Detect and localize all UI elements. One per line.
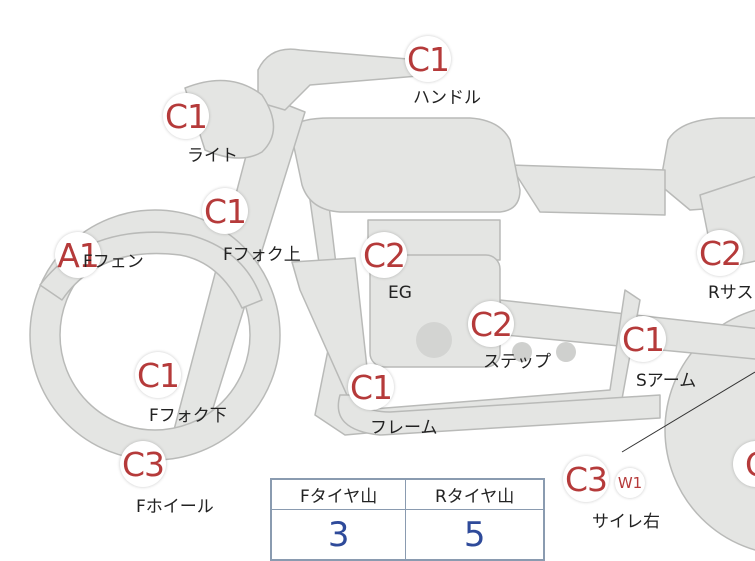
- step-label: ステップ: [483, 352, 551, 372]
- rear-sus-grade-badge: C2: [697, 230, 743, 276]
- swing-arm-grade-badge: C1: [620, 316, 666, 362]
- headlight-shape: [184, 79, 275, 159]
- pointer-line: [621, 371, 755, 453]
- muffler-sub-grade-badge: W1: [615, 468, 645, 498]
- rear-tire-value: 5: [405, 509, 545, 561]
- muffler-label: サイレ右: [592, 512, 660, 532]
- front-fender-label: Fフェン: [83, 252, 144, 272]
- light-label: ライト: [187, 146, 238, 166]
- step-peg-shape: [512, 342, 532, 362]
- step-grade-badge: C2: [468, 301, 514, 347]
- front-tire-header: Fタイヤ山: [270, 478, 407, 510]
- rear-tire-header: Rタイヤ山: [405, 478, 545, 510]
- fork-upper-grade-badge: C1: [202, 188, 248, 234]
- step-peg-shape: [556, 342, 576, 362]
- front-fender-grade-badge: A1: [55, 232, 101, 278]
- front-wheel-grade-badge: C3: [120, 441, 166, 487]
- swing-arm-label: Sアーム: [636, 371, 697, 391]
- tire-table-value-row: 3 5: [270, 509, 545, 561]
- front-tire-value: 3: [270, 509, 407, 561]
- frame-label: フレーム: [370, 418, 438, 438]
- engine-label: EG: [388, 283, 412, 303]
- fuel-tank-shape: [289, 117, 521, 213]
- rear-wheel-shape: [664, 309, 755, 551]
- fork-lower-label: Fフォク下: [149, 406, 227, 426]
- muffler-grade-badge: C3: [563, 456, 609, 502]
- tire-table-header-row: Fタイヤ山 Rタイヤ山: [270, 478, 545, 510]
- fork-upper-label: Fフォク上: [223, 245, 301, 265]
- side-cover-shape: [509, 164, 666, 216]
- frame-grade-badge: C1: [348, 364, 394, 410]
- rear-sus-label: Rサス: [708, 283, 754, 303]
- engine-grade-badge: C2: [361, 232, 407, 278]
- engine-cover-shape: [416, 322, 452, 358]
- light-grade-badge: C1: [163, 93, 209, 139]
- front-wheel-label: Fホイール: [136, 497, 214, 517]
- fork-lower-grade-badge: C1: [135, 352, 181, 398]
- handle-label: ハンドル: [413, 88, 481, 108]
- handlebar-shape: [257, 48, 431, 111]
- handle-grade-badge: C1: [405, 36, 451, 82]
- tire-tread-table: Fタイヤ山 Rタイヤ山 3 5: [270, 478, 545, 561]
- rear-wheel-grade-badge: C: [733, 441, 755, 487]
